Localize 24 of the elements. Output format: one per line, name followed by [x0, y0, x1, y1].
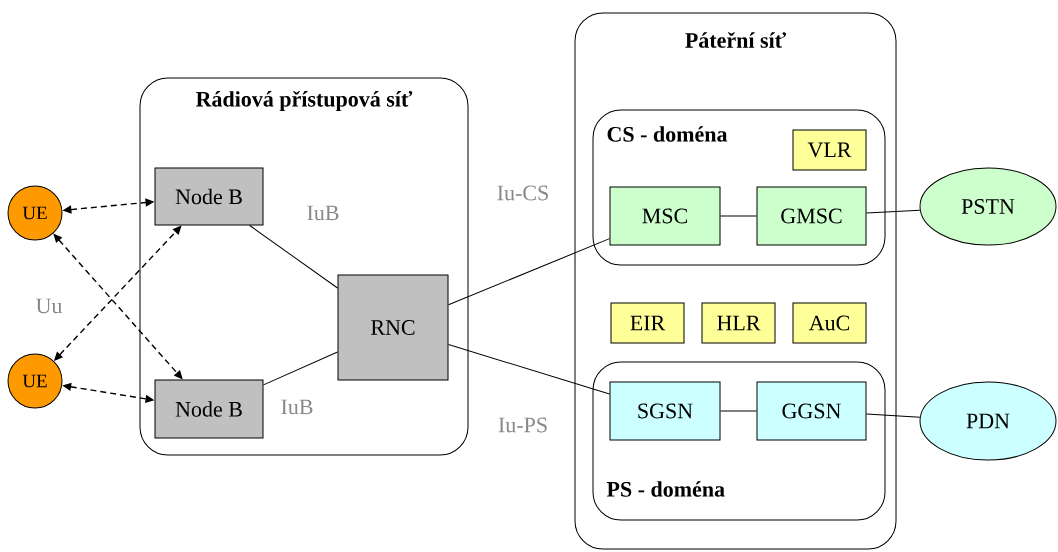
connector-line — [263, 351, 338, 386]
interface-label: Iu-PS — [497, 417, 549, 433]
connector-line — [448, 344, 610, 395]
network-element-box: MSC — [609, 186, 721, 246]
network-element-box: GMSC — [756, 186, 867, 246]
connector-line — [866, 209, 921, 214]
interface-label: Iu-CS — [496, 185, 550, 201]
network-element-box: Node B — [154, 379, 264, 439]
interface-label: IuB — [280, 399, 314, 415]
network-element-box: RNC — [337, 274, 449, 381]
network-element-box: HLR — [701, 302, 776, 344]
network-element-box: GGSN — [756, 381, 867, 441]
interface-label: Uu — [36, 298, 63, 314]
connector-line — [448, 238, 610, 306]
connector-line — [866, 413, 921, 418]
network-element-box: Node B — [154, 167, 264, 226]
connector-line — [720, 410, 757, 412]
network-element-box: VLR — [792, 129, 867, 171]
network-element-box: EIR — [610, 302, 685, 344]
interface-label: IuB — [306, 205, 340, 221]
network-element-box: SGSN — [609, 381, 721, 441]
network-element-box: AuC — [792, 302, 867, 344]
connector-line — [720, 215, 757, 217]
connector-line — [249, 225, 338, 289]
